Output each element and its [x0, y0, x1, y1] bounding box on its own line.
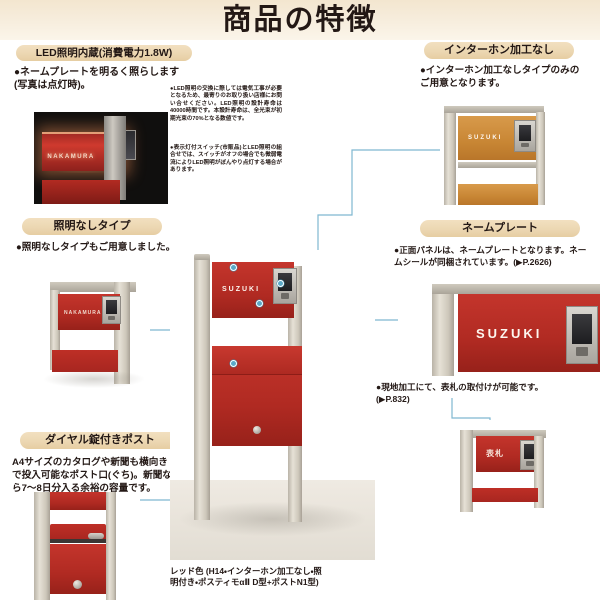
no-light-shadow	[44, 370, 144, 388]
dial-post-handle[interactable]	[88, 533, 104, 539]
led-mailbox	[42, 180, 120, 204]
closeup-intercom-unit[interactable]	[566, 306, 598, 364]
main-mailbox-flap[interactable]	[212, 346, 302, 375]
section-label-post: ダイヤル錠付きポスト	[20, 432, 180, 449]
main-photo-caption: レッド色 (H14・インターホン加工なし・照 明付き・ポスティモαⅡ D型+ポス…	[170, 566, 322, 587]
no-light-top-cap	[50, 282, 136, 292]
main-intercom-unit[interactable]	[273, 268, 297, 304]
callout-dot-intercom	[277, 280, 284, 287]
main-mailbox-dial-lock[interactable]	[253, 426, 261, 434]
main-intercom-button[interactable]	[280, 293, 290, 299]
intercom-screen	[518, 124, 532, 141]
dial-post-right-pillar	[106, 492, 116, 600]
intercom-photo-intercom-unit[interactable]	[514, 120, 536, 152]
closeup-top-rail	[432, 284, 600, 294]
intercom-call-button[interactable]	[521, 142, 529, 148]
photo-no-light-type: NAKAMURA	[38, 272, 150, 390]
section-label-intercom: インターホン加工なし	[424, 42, 574, 59]
main-nameplate-text: SUZUKI	[222, 286, 261, 293]
section-text-intercom: ●インターホン加工なしタイプのみのご用意となります。	[420, 65, 580, 89]
no-light-left-post	[50, 290, 60, 370]
section-text-nameplate: ●正面パネルは、ネームプレートとなります。ネームシールが同梱されています。(▶P…	[394, 245, 587, 267]
section-label-no-light: 照明なしタイプ	[22, 218, 162, 235]
callout-dot-nameplate-top	[230, 264, 237, 271]
no-light-intercom-screen	[106, 300, 117, 315]
hyosatsu-top-cap	[460, 430, 546, 438]
section-text-post: A4サイズのカタログや新聞も横向きで投入可能なポスト口(ぐち)。新聞なら7～8日…	[12, 457, 172, 494]
closeup-left-post	[432, 286, 454, 376]
no-light-intercom-button[interactable]	[108, 315, 115, 320]
intercom-photo-mailbox	[458, 184, 538, 205]
photo-main-product: SUZUKI	[170, 250, 375, 560]
no-light-mailbox	[52, 350, 118, 372]
dial-post-slot	[50, 539, 106, 543]
hyosatsu-right-post	[534, 436, 544, 508]
photo-nameplate-closeup: SUZUKI	[418, 278, 600, 378]
hyosatsu-nameplate-text: 表札	[486, 449, 504, 458]
section-text-led: ●ネームプレートを明るく照らします(写真は点灯時)。	[14, 67, 180, 91]
photo-dial-lock-post	[20, 492, 140, 600]
dial-post-left-pillar	[34, 492, 50, 600]
dial-lock-knob[interactable]	[73, 580, 82, 589]
hyosatsu-intercom-button[interactable]	[526, 461, 534, 466]
section-text-no-light: ●照明なしタイプもご用意しました。	[16, 242, 176, 253]
section-label-nameplate: ネームプレート	[420, 220, 580, 237]
led-nameplate-text: NAKAMURA	[47, 154, 95, 161]
no-light-intercom-unit[interactable]	[102, 296, 121, 324]
led-support-post	[103, 115, 126, 201]
dial-post-upper-panel	[50, 492, 106, 510]
section-note-led-1: ●LED照明の交換に際しては電気工事が必要となるため、最寄りのお取り扱い店様にお…	[170, 86, 282, 122]
no-light-nameplate-text: NAKAMURA	[64, 310, 102, 316]
hyosatsu-mailbox	[472, 488, 538, 502]
section-label-led: LED照明内蔵(消費電力1.8W)	[16, 45, 192, 61]
photo-led-night: NAKAMURA	[34, 112, 168, 204]
header-banner: 商品の特徴	[0, 0, 600, 40]
main-left-pillar	[194, 258, 210, 520]
intercom-photo-left-post	[444, 108, 456, 205]
section-note-led-2: ●表示灯付スイッチ(市販品)とLED照明の組合せでは、スイッチがオフの場合でも微…	[170, 145, 282, 174]
photo-intercom-none: SUZUKI	[440, 100, 550, 205]
page-title: 商品の特徴	[222, 4, 378, 36]
photo-hyosatsu: 表札	[442, 420, 562, 520]
intercom-photo-nameplate-text: SUZUKI	[468, 135, 503, 141]
main-shadow	[180, 502, 365, 536]
hyosatsu-left-post	[460, 430, 473, 512]
closeup-intercom-button[interactable]	[576, 347, 588, 357]
closeup-intercom-screen	[572, 313, 592, 344]
section-text-hyosatsu: ●現地加工にて、表札の取付けが可能です。 (▶P.832)	[376, 382, 544, 404]
intercom-photo-top-rail	[444, 106, 544, 113]
callout-dot-nameplate	[256, 300, 263, 307]
intercom-photo-right-post	[536, 112, 545, 205]
callout-dot-mailbox	[230, 360, 237, 367]
hyosatsu-intercom-screen	[524, 444, 536, 460]
closeup-nameplate-text: SUZUKI	[476, 326, 543, 341]
main-left-pillar-cap	[194, 254, 210, 260]
intercom-photo-mid-rail	[458, 162, 542, 168]
